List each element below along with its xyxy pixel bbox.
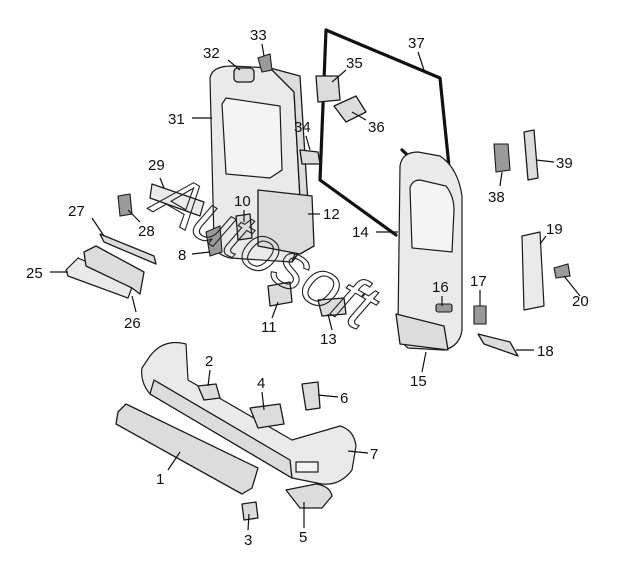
part-13-hinge bbox=[317, 297, 347, 317]
callout-19: 19 bbox=[546, 221, 563, 238]
callout-36: 36 bbox=[368, 119, 385, 136]
part-10-lock-mechanism bbox=[235, 213, 253, 241]
callout-29: 29 bbox=[148, 157, 165, 174]
callout-16: 16 bbox=[432, 279, 449, 296]
part-26-plate-holder bbox=[83, 245, 145, 295]
part-31-door-edge bbox=[269, 67, 311, 263]
callout-13: 13 bbox=[320, 331, 337, 348]
callout-5: 5 bbox=[299, 529, 307, 546]
part-27-trim-strip bbox=[99, 233, 157, 265]
part-17-bolt bbox=[473, 305, 487, 325]
callout-12: 12 bbox=[323, 206, 340, 223]
callout-10: 10 bbox=[234, 193, 251, 210]
part-15-lock-plate bbox=[395, 313, 449, 351]
part-2-bracket bbox=[197, 383, 221, 401]
part-7-rear-bumper bbox=[141, 341, 357, 485]
part-7-bumper-lamp bbox=[295, 461, 319, 473]
part-1-bumper-reinforcement bbox=[115, 403, 259, 495]
callout-17: 17 bbox=[470, 273, 487, 290]
callout-37: 37 bbox=[408, 35, 425, 52]
callout-14: 14 bbox=[352, 224, 369, 241]
callout-28: 28 bbox=[138, 223, 155, 240]
callout-18: 18 bbox=[537, 343, 554, 360]
callout-2: 2 bbox=[205, 353, 213, 370]
part-18-check-strap bbox=[477, 333, 519, 357]
part-6-side-bracket bbox=[301, 381, 321, 411]
part-5-bumper-end-cap bbox=[285, 483, 333, 509]
callout-11: 11 bbox=[261, 319, 277, 336]
callout-3: 3 bbox=[244, 532, 252, 549]
callout-1: 1 bbox=[156, 471, 164, 488]
callout-8: 8 bbox=[178, 247, 186, 264]
part-16-striker bbox=[435, 303, 453, 313]
callout-15: 15 bbox=[410, 373, 427, 390]
part-33-bolt bbox=[257, 53, 273, 73]
callout-34: 34 bbox=[294, 119, 311, 136]
part-4-center-bracket bbox=[249, 403, 285, 429]
callout-35: 35 bbox=[346, 55, 363, 72]
callout-4: 4 bbox=[257, 375, 265, 392]
part-14-door-window bbox=[409, 179, 455, 253]
part-7-bumper-face bbox=[149, 379, 293, 479]
part-31-door-window bbox=[221, 97, 283, 179]
callout-38: 38 bbox=[488, 189, 505, 206]
callout-25: 25 bbox=[26, 265, 43, 282]
part-8-lock-cylinder bbox=[205, 225, 223, 257]
part-19-tail-lamp bbox=[521, 231, 545, 311]
callout-6: 6 bbox=[340, 390, 348, 407]
part-12-door-trim-panel bbox=[257, 189, 315, 255]
callout-27: 27 bbox=[68, 203, 85, 220]
part-11-hinge bbox=[267, 281, 293, 307]
part-35-upper-hinge bbox=[315, 75, 341, 103]
part-3-clip bbox=[241, 501, 259, 521]
part-39-door-stop bbox=[523, 129, 539, 181]
callout-26: 26 bbox=[124, 315, 141, 332]
callout-labels: 1 2 3 4 5 6 7 8 10 11 12 13 14 15 16 17 … bbox=[26, 27, 589, 549]
part-25-licence-plate bbox=[65, 257, 135, 299]
part-38-switch bbox=[493, 143, 511, 173]
callout-7: 7 bbox=[370, 446, 378, 463]
part-20-bulb-holder bbox=[553, 263, 571, 279]
callout-32: 32 bbox=[203, 45, 220, 62]
part-29-reflector bbox=[149, 183, 205, 217]
leader-lines bbox=[50, 43, 581, 531]
callout-20: 20 bbox=[572, 293, 589, 310]
part-34-bolt bbox=[299, 149, 321, 165]
callout-33: 33 bbox=[250, 27, 267, 44]
callout-31: 31 bbox=[168, 111, 185, 128]
callout-39: 39 bbox=[556, 155, 573, 172]
part-32-hinge-cap bbox=[233, 67, 255, 83]
